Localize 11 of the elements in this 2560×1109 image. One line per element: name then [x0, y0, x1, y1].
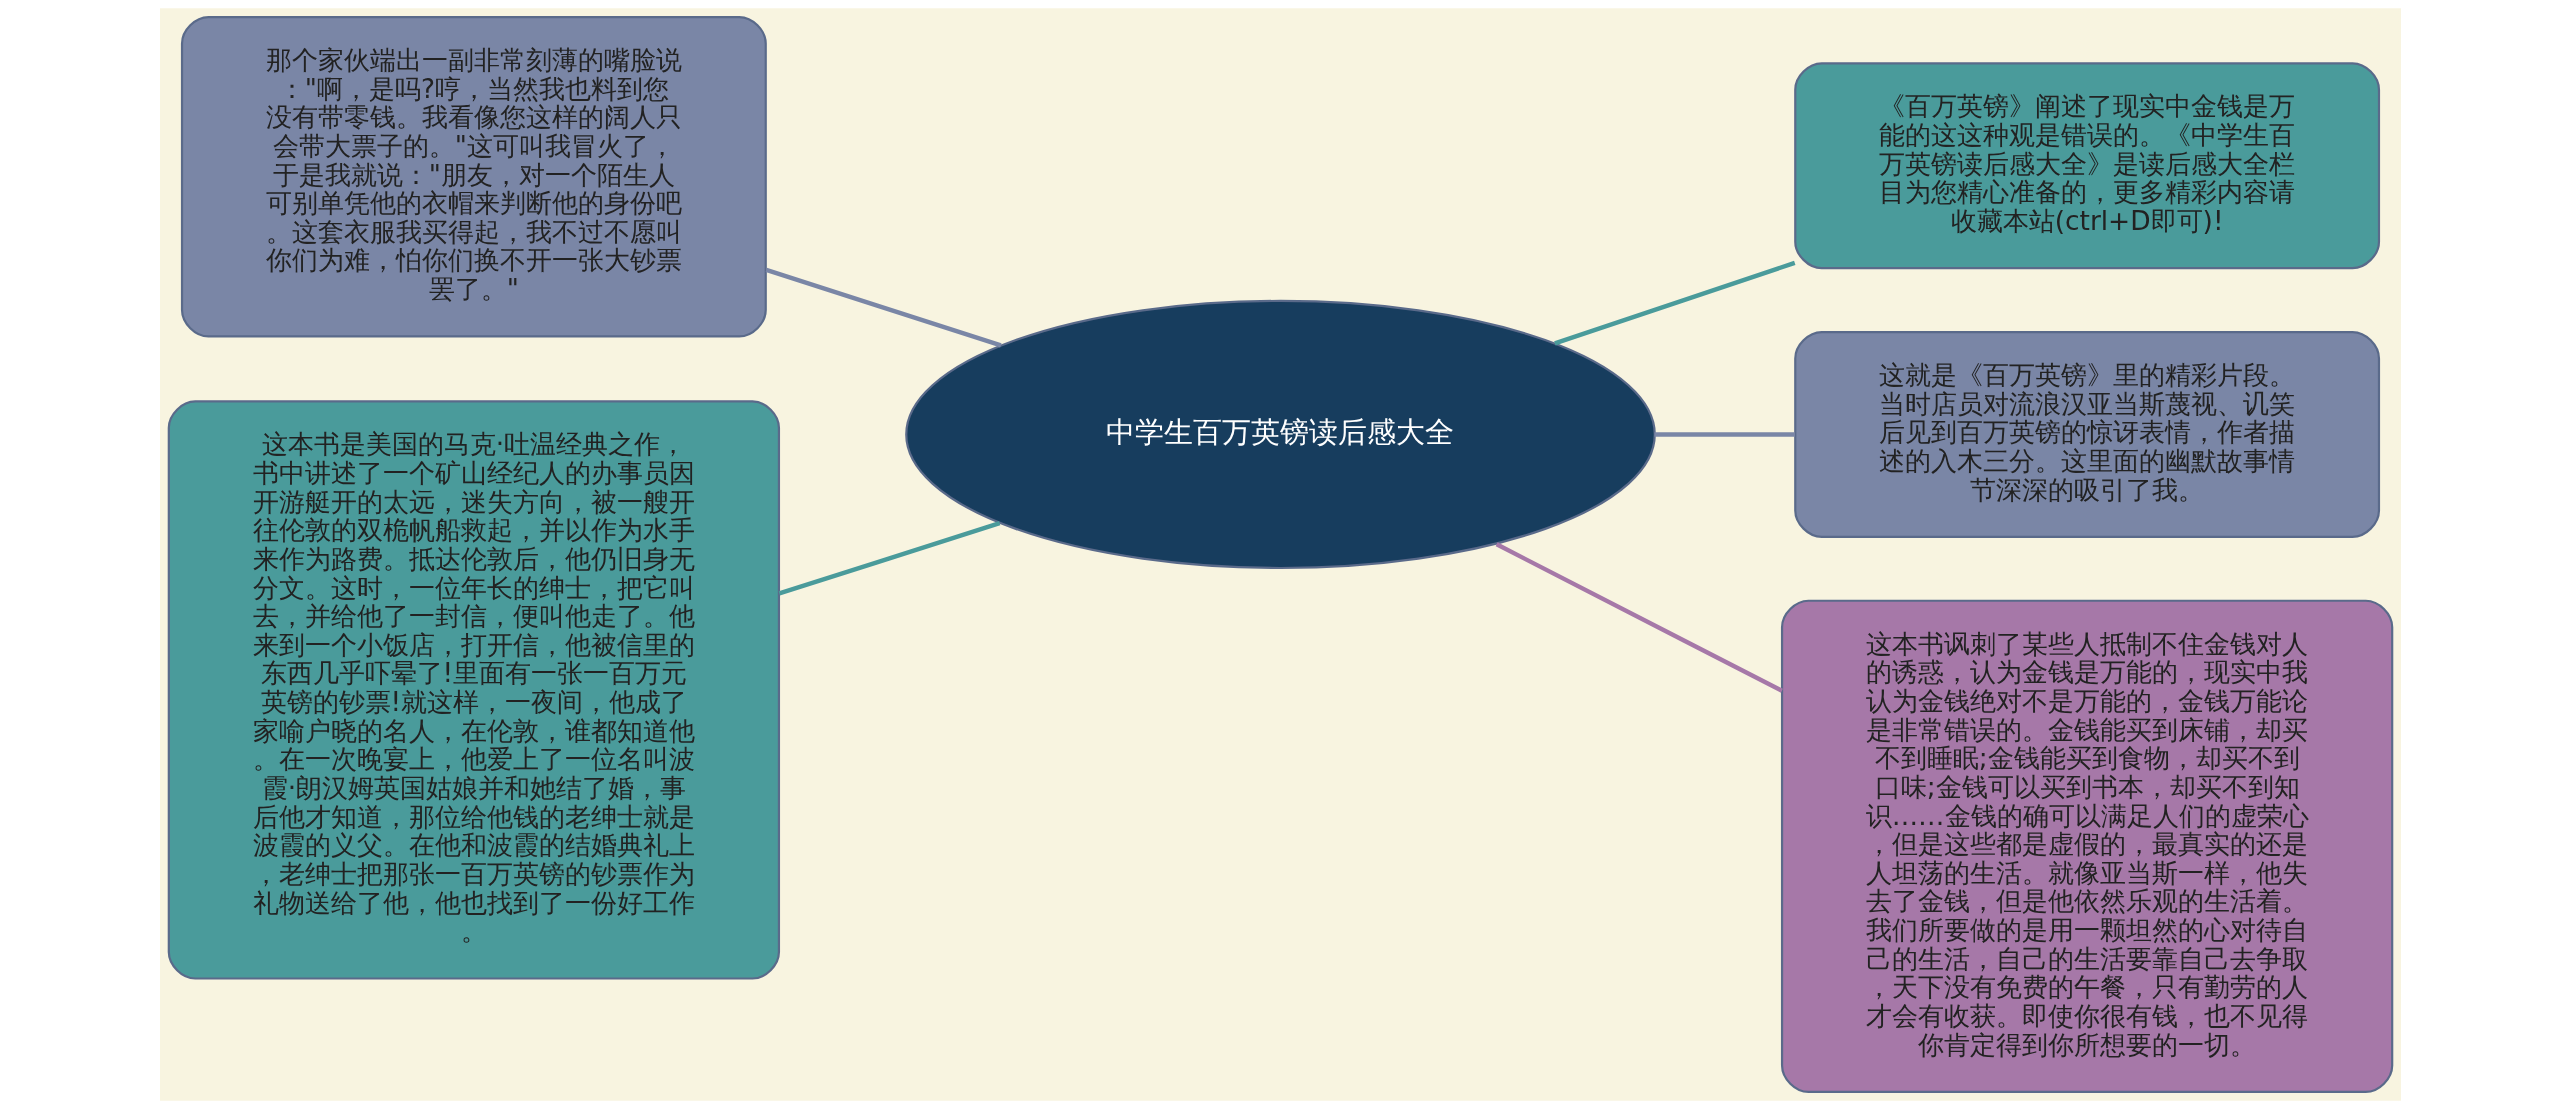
node-box: 这就是《百万英镑》里的精彩片段。当时店员对流浪汉亚当斯蔑视、讥笑后见到百万英镑的惊讶表情，作者描述的入木三分。这里面的幽默故事情节深深的吸引了我。: [1793, 330, 2380, 538]
connector: [1495, 542, 1783, 693]
connector: [778, 521, 1000, 596]
connector: [765, 267, 1002, 348]
connector: [1653, 432, 1795, 437]
node-ellipse: 中学生百万英镑读后感大全: [904, 299, 1656, 570]
node-box: 这本书讽刺了某些人抵制不住金钱对人的诱惑，认为金钱是万能的，现实中我认为金钱绝对不是万能的，金钱万能论是非常错误的。金钱能买到床铺，却买不到睡眠;金钱能买到食物，却买不到口味;金钱可以买到书本，却买不到知识……金钱的确可以满足人们的虚荣心，但是这些都是虚假的，最真实的还是人坦荡的生活。就像亚当斯一样，他失去了金钱，但是他依然乐观的生活着。我们所要做的是用一颗坦然的心对待自己的生活，自己的生活要靠自己去争取，天下没有免费的午餐，只有勤劳的人才会有收获。即使你很有钱，也不见得你肯定得到你所想要的一切。: [1780, 599, 2393, 1094]
connector: [1553, 260, 1795, 346]
node-box: 那个家伙端出一副非常刻薄的嘴脸说："啊，是吗?哼，当然我也料到您没有带零钱。我看像您这样的阔人只会带大票子的。"这可叫我冒火了，于是我就说："朋友，对一个陌生人可别单凭他的衣帽来判断他的身份吧。这套衣服我买得起，我不过不愿叫你们为难，怕你们换不开一张大钞票罢了。": [180, 15, 767, 338]
node-box: 《百万英镑》阐述了现实中金钱是万能的这这种观是错误的。《中学生百万英镑读后感大全》是读后感大全栏目为您精心准备的，更多精彩内容请收藏本站(ctrl+D即可)!: [1793, 62, 2380, 270]
node-box: 这本书是美国的马克·吐温经典之作，书中讲述了一个矿山经纪人的办事员因开游艇开的太远，迷失方向，被一艘开往伦敦的双桅帆船救起，并以作为水手来作为路费。抵达伦敦后，他仍旧身无分文。这时，一位年长的绅士，把它叫去，并给他了一封信，便叫他走了。他来到一个小饭店，打开信，他被信里的东西几乎吓晕了!里面有一张一百万元英镑的钞票!就这样，一夜间，他成了家喻户晓的名人，在伦敦，谁都知道他。在一次晚宴上，他爱上了一位名叫波霞·朗汉姆英国姑娘并和她结了婚，事后他才知道，那位给他钱的老绅士就是波霞的义父。在他和波霞的结婚典礼上，老绅士把那张一百万英镑的钞票作为礼物送给了他，他也找到了一份好工作。: [167, 400, 780, 980]
